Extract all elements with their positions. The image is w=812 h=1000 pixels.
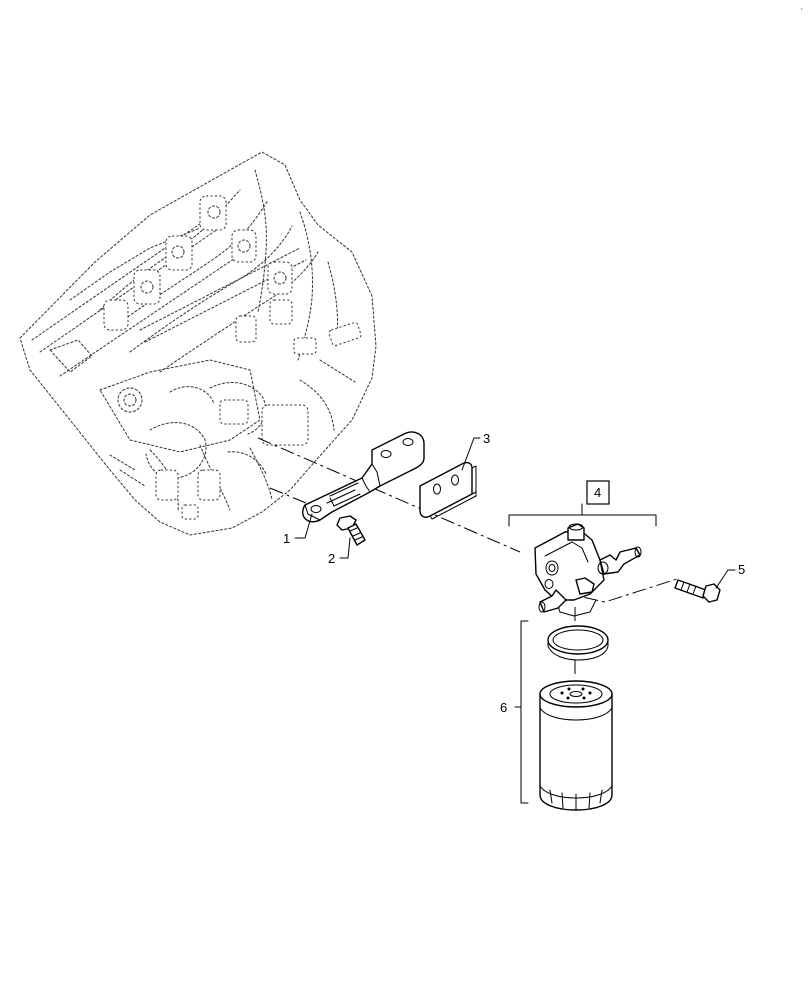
gasket-part-3 bbox=[419, 461, 477, 520]
callout-4: 4 bbox=[586, 480, 610, 505]
leader-lines bbox=[294, 437, 736, 804]
callout-box-4 bbox=[586, 480, 610, 505]
callout-1: 1 bbox=[283, 531, 290, 546]
callout-label-5: 5 bbox=[738, 562, 745, 577]
callout-2: 2 bbox=[328, 551, 335, 566]
bolt-part-5 bbox=[674, 579, 721, 603]
bolt-part-2 bbox=[336, 515, 366, 546]
corner-mark: ′ bbox=[801, 7, 803, 16]
filter-cartridge-part-6 bbox=[539, 680, 613, 811]
callout-3: 3 bbox=[483, 431, 490, 446]
engine-phantom bbox=[19, 151, 377, 536]
callout-label-2: 2 bbox=[328, 551, 335, 566]
callout-label-1: 1 bbox=[283, 531, 290, 546]
filter-head-part-4 bbox=[534, 523, 642, 617]
callout-label-4: 4 bbox=[594, 485, 601, 500]
callout-6: 6 bbox=[500, 700, 507, 715]
bracket-part-1 bbox=[302, 431, 425, 523]
callout-label-3: 3 bbox=[483, 431, 490, 446]
callout-label-6: 6 bbox=[500, 700, 507, 715]
callout-5: 5 bbox=[738, 562, 745, 577]
seal-ring bbox=[547, 625, 609, 661]
